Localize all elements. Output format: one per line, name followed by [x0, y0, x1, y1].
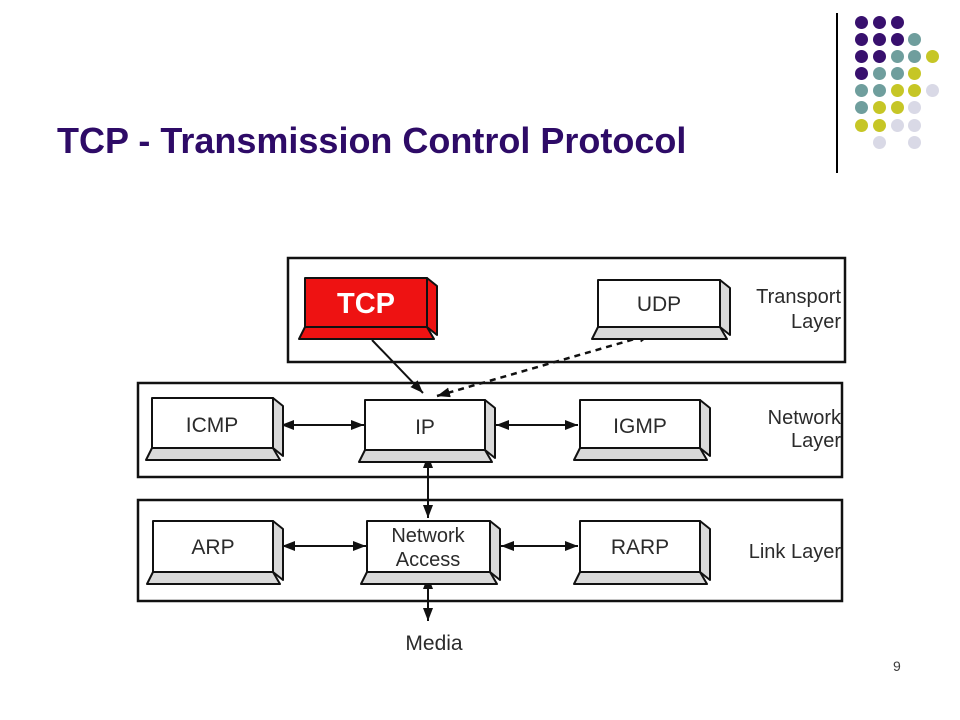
udp-node: UDP: [591, 279, 731, 340]
igmp-node: IGMP: [573, 399, 711, 461]
decorative-dot: [891, 50, 904, 63]
connectors: [281, 332, 653, 621]
decorative-dot: [926, 50, 939, 63]
decorative-dot: [908, 84, 921, 97]
decorative-dot: [873, 16, 886, 29]
tcp-node: TCP: [298, 277, 438, 340]
decorative-dot: [873, 84, 886, 97]
arrow-udp-ip-dashed: [436, 332, 653, 398]
ip-node: IP: [358, 399, 496, 463]
transport-layer-label-line1: Transport: [756, 286, 841, 308]
decorative-dot: [873, 101, 886, 114]
decorative-dot: [855, 119, 868, 132]
decorative-dot: [891, 101, 904, 114]
arp-node: ARP: [146, 520, 284, 585]
decorative-dot: [908, 50, 921, 63]
decorative-dot: [908, 67, 921, 80]
decorative-dot: [855, 50, 868, 63]
network-layer-label-line2: Layer: [791, 430, 841, 452]
decorative-dot: [891, 33, 904, 46]
decorative-dot: [926, 84, 939, 97]
decorative-dot: [891, 16, 904, 29]
decorative-dot: [873, 50, 886, 63]
rarp-node: RARP: [573, 520, 711, 585]
network-access-node: Network Access: [360, 520, 501, 585]
ip-label: IP: [415, 416, 435, 439]
network-access-label-line1: Network: [391, 525, 465, 547]
decorative-dot: [873, 33, 886, 46]
media-label: Media: [405, 632, 463, 655]
slide-title: TCP - Transmission Control Protocol: [57, 120, 687, 162]
link-layer-label: Link Layer: [749, 541, 842, 563]
dot-grid: [0, 0, 960, 200]
decorative-dot: [873, 119, 886, 132]
decorative-dot: [855, 33, 868, 46]
decorative-dot: [891, 67, 904, 80]
decorative-dot: [855, 84, 868, 97]
igmp-label: IGMP: [613, 415, 667, 438]
network-access-label-line2: Access: [396, 549, 460, 571]
icmp-label: ICMP: [186, 414, 239, 437]
decorative-dot: [891, 119, 904, 132]
decorative-dot: [891, 84, 904, 97]
arp-label: ARP: [191, 536, 234, 559]
decorative-dot: [855, 101, 868, 114]
decorative-dot: [873, 67, 886, 80]
decorative-dot: [855, 67, 868, 80]
network-layer-label-line1: Network: [768, 407, 842, 429]
transport-layer-label-line2: Layer: [791, 311, 841, 333]
udp-label: UDP: [637, 293, 681, 316]
decorative-dot: [855, 16, 868, 29]
icmp-node: ICMP: [145, 397, 284, 461]
decorative-vertical-line: [836, 13, 838, 173]
decorative-dot: [908, 136, 921, 149]
decorative-dot: [908, 101, 921, 114]
decorative-dot: [908, 33, 921, 46]
decorative-dot: [908, 119, 921, 132]
decorative-dot: [873, 136, 886, 149]
tcp-label: TCP: [337, 288, 395, 320]
rarp-label: RARP: [611, 536, 669, 559]
arrow-tcp-to-ip: [371, 339, 424, 394]
page-number: 9: [893, 658, 901, 674]
